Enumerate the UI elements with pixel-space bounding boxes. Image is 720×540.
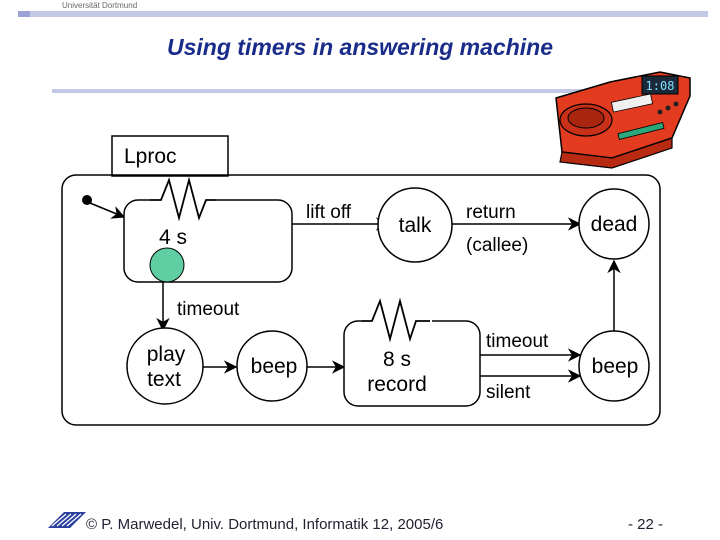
process-name-label: Lproc	[124, 145, 177, 168]
process-name-tab	[111, 135, 229, 177]
footer-credit: © P. Marwedel, Univ. Dortmund, Informati…	[86, 516, 444, 533]
state-timer-4s	[123, 199, 293, 283]
transition-callee-label: (callee)	[466, 235, 528, 256]
state-dead	[578, 188, 650, 260]
state-talk	[377, 187, 453, 263]
state-beep-2-label: beep	[592, 355, 639, 378]
transition-return-label: return	[466, 202, 516, 223]
state-talk-label: talk	[399, 214, 432, 237]
transition-lift-off-label: lift off	[306, 202, 352, 223]
initial-state-indicator	[149, 247, 185, 283]
header-bar-block	[18, 11, 30, 17]
state-play-label-1: play	[147, 343, 186, 366]
timer-4s-zigzag	[150, 176, 216, 222]
answering-machine-icon	[555, 71, 691, 169]
initial-dot	[82, 195, 92, 205]
process-frame	[61, 174, 661, 426]
state-play-text	[126, 327, 204, 405]
transition-silent-label: silent	[486, 382, 531, 403]
state-play-label-2: text	[147, 368, 181, 391]
timer-8s-zigzag	[362, 297, 430, 343]
transition-timeout-2-label: timeout	[486, 331, 549, 352]
page-number: - 22 -	[628, 516, 664, 533]
state-beep-1	[236, 330, 308, 402]
record-label: record	[367, 373, 427, 396]
university-logo-icon	[48, 512, 86, 528]
timer-8s-label: 8 s	[383, 348, 411, 371]
device-display-time: 1:08	[646, 79, 675, 93]
transition-timeout-1-label: timeout	[177, 299, 240, 320]
slide-title: Using timers in answering machine	[167, 34, 553, 60]
header-institution: Universität Dortmund	[62, 1, 138, 10]
header-bar-top	[18, 11, 708, 17]
state-dead-label: dead	[591, 213, 638, 236]
state-beep-1-label: beep	[251, 355, 298, 378]
timer-4s-label: 4 s	[159, 226, 187, 249]
title-underline-bar	[52, 89, 600, 93]
initial-arrow	[89, 202, 126, 219]
